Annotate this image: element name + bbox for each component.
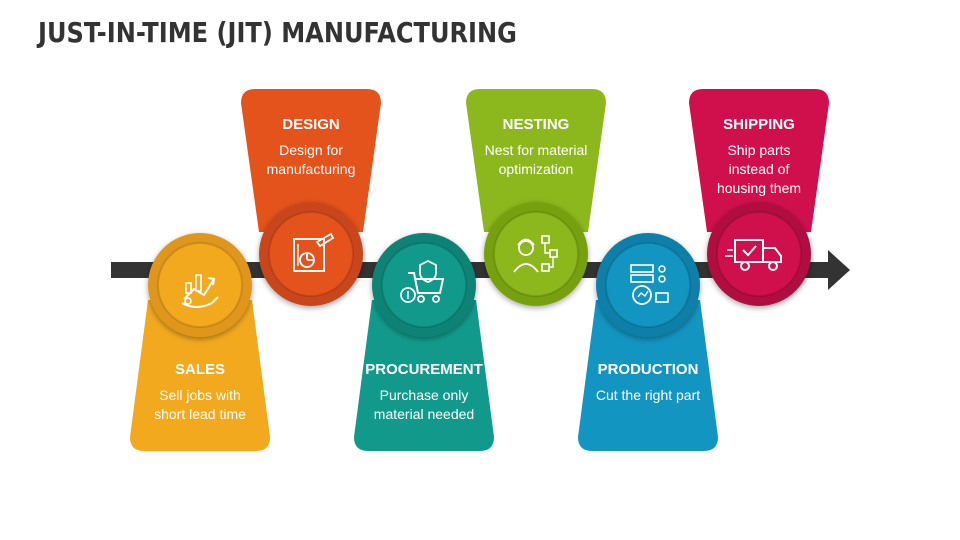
step-card-design: [241, 89, 381, 232]
step-circle-shipping: [707, 202, 811, 306]
step-card-nesting: [466, 89, 606, 232]
page-title: JUST-IN-TIME (JIT) MANUFACTURING: [38, 16, 517, 49]
step-circle-sales: [148, 233, 252, 337]
step-heading-nesting: NESTING: [502, 116, 570, 133]
step-card-sales: [130, 300, 270, 451]
hand-growth-chart-icon: [181, 274, 219, 308]
step-label-production: PRODUCTION Cut the right part: [584, 360, 712, 405]
step-circle-nesting: [484, 202, 588, 306]
step-heading-shipping: SHIPPING: [723, 116, 795, 133]
server-gear-icon: [630, 264, 669, 305]
step-heading-procurement: PROCUREMENT: [365, 361, 483, 378]
step-circle-design: [259, 202, 363, 306]
delivery-truck-icon: [725, 239, 782, 271]
step-card-production: [578, 300, 718, 451]
step-circle-procurement: [372, 233, 476, 337]
worker-checklist-icon: [513, 235, 558, 273]
step-description-production: Cut the right part: [595, 387, 701, 403]
step-heading-design: DESIGN: [282, 116, 340, 133]
timeline-arrow-head: [828, 250, 850, 290]
step-heading-sales: SALES: [174, 361, 225, 378]
step-heading-production: PRODUCTION: [597, 361, 699, 378]
step-card-procurement: [354, 300, 494, 451]
step-circle-production: [596, 233, 700, 337]
cart-dollar-gear-icon: [400, 259, 445, 303]
design-drawing-icon: [293, 232, 335, 272]
step-card-shipping: [689, 89, 829, 232]
